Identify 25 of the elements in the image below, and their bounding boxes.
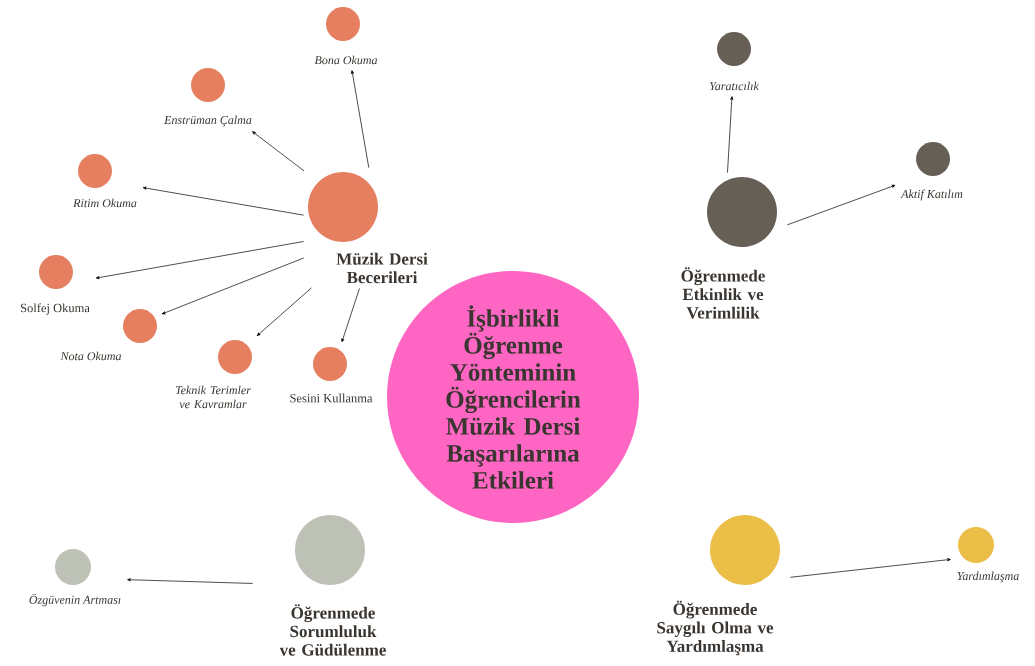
- node-label: Yardımlaşma: [957, 571, 1019, 583]
- arrow: [161, 257, 305, 315]
- arrow: [350, 70, 370, 168]
- arrow: [142, 186, 304, 216]
- arrow: [727, 96, 734, 173]
- node-label: Nota Okuma: [60, 351, 122, 361]
- node-label: Enstrüman Çalma: [164, 115, 252, 127]
- node-label: Özgüvenin Artması: [29, 593, 121, 607]
- arrow: [786, 184, 896, 226]
- node-label: Aktif Katılım: [900, 189, 963, 201]
- node-label: Yaratıcılık: [709, 81, 759, 91]
- arrow: [95, 241, 304, 280]
- arrow: [252, 131, 305, 172]
- node-label: Öğrenmede Sorumluluk ve Güdülenme: [279, 604, 386, 656]
- arrow: [256, 287, 312, 336]
- node-label: Öğrenmede Etkinlik ve Verimlilik: [681, 267, 765, 319]
- node-label: Sesini Kullanma: [290, 393, 373, 403]
- arrow: [341, 288, 360, 343]
- arrow: [790, 558, 951, 578]
- node-label: Ritim Okuma: [73, 198, 137, 208]
- arrow: [127, 578, 253, 584]
- node-label: Bona Okuma: [314, 55, 378, 65]
- node-label: Öğrenmede Saygılı Olma ve Yardımlaşma: [657, 600, 774, 656]
- node-label: Solfej Okuma: [20, 303, 90, 315]
- node-label: Teknik Terimler ve Kavramlar: [175, 385, 251, 409]
